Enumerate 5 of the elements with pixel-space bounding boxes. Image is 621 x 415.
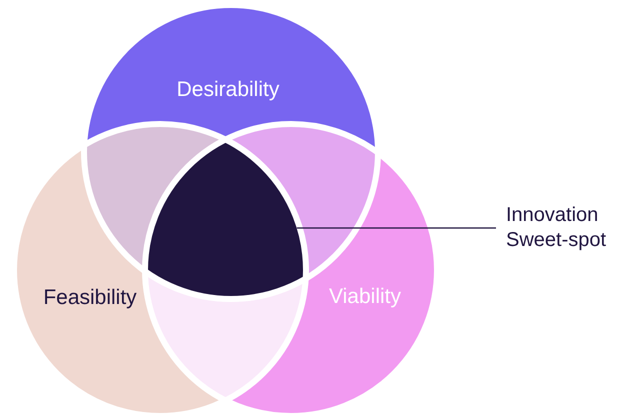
leader-line [296,227,496,229]
circle-label: Desirability [168,70,288,110]
callout-label: Innovation Sweet-spot [506,203,608,253]
circle-label: Feasibility [30,278,150,318]
circle-label: Viability [305,277,425,317]
